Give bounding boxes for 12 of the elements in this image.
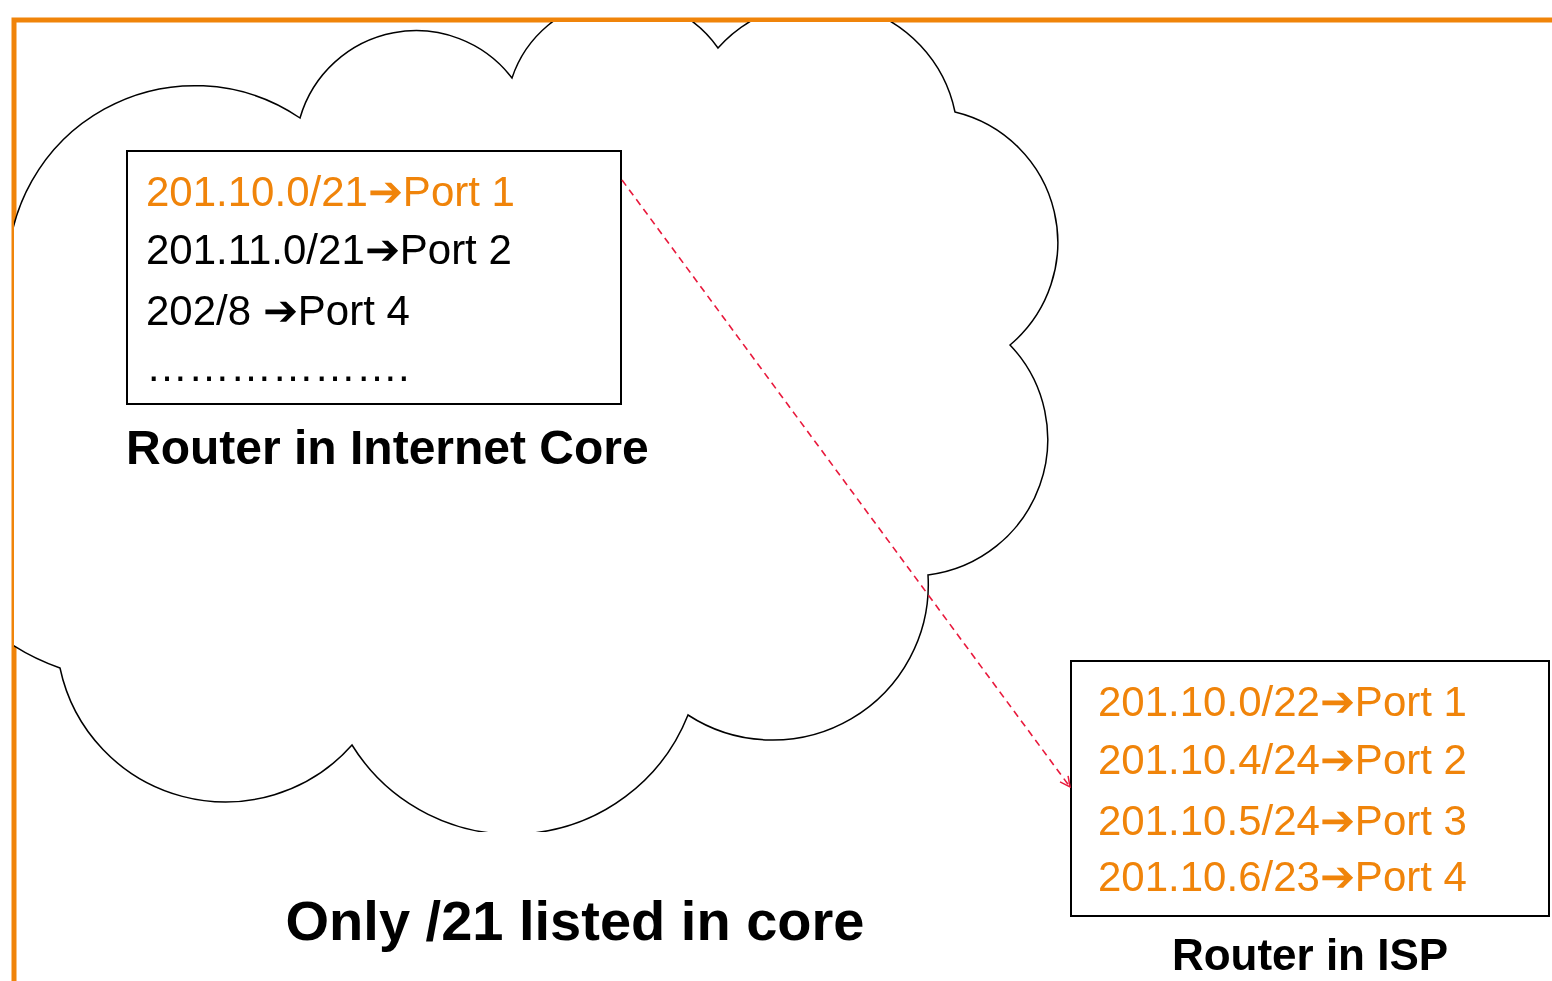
route-entry: 202/8 ➔Port 4 bbox=[146, 286, 410, 336]
router-caption: Router in ISP bbox=[1171, 930, 1449, 979]
arrow bbox=[621, 179, 1071, 788]
route-entry: 201.11.0/21➔Port 2 bbox=[146, 225, 512, 275]
route-entry: 201.10.6/23➔Port 4 bbox=[1098, 852, 1467, 902]
route-entry: 201.10.5/24➔Port 3 bbox=[1098, 796, 1467, 846]
note-text: Only /21 listed in core bbox=[285, 889, 865, 952]
router-caption: Router in Internet Core bbox=[126, 421, 649, 474]
route-entry: 201.10.4/24➔Port 2 bbox=[1098, 735, 1467, 785]
route-entry: ………………. bbox=[146, 342, 410, 392]
route-entry: 201.10.0/21➔Port 1 bbox=[146, 167, 515, 217]
route-entry: 201.10.0/22➔Port 1 bbox=[1098, 677, 1467, 727]
